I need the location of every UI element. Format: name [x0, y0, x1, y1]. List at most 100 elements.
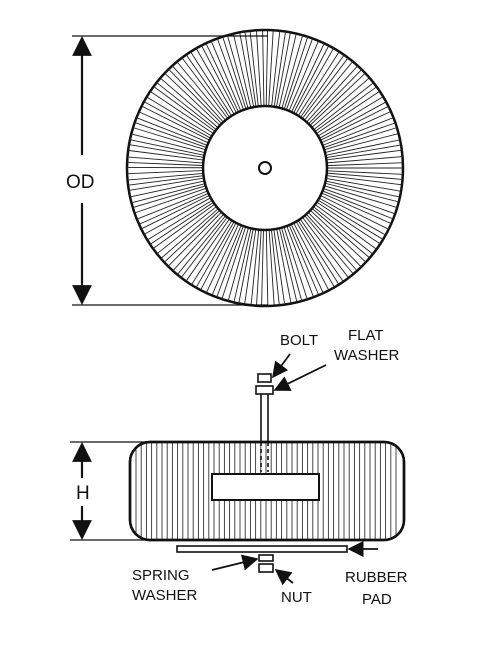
winding-line — [152, 203, 215, 250]
winding-line — [323, 188, 396, 215]
winding-line — [185, 54, 230, 118]
winding-line — [297, 51, 340, 116]
winding-line — [324, 133, 399, 153]
rubber-pad — [176, 545, 348, 553]
nut — [258, 563, 274, 573]
winding-line — [311, 208, 370, 259]
winding-line — [283, 226, 308, 300]
winding-line — [138, 192, 209, 225]
winding-line — [163, 210, 221, 263]
winding-line — [301, 57, 349, 119]
winding-line — [176, 215, 226, 275]
winding-line — [268, 229, 275, 306]
winding-line — [297, 220, 340, 285]
winding-line — [278, 33, 297, 108]
winding-line — [283, 36, 309, 110]
winding-line — [238, 228, 254, 304]
winding-line — [265, 229, 269, 306]
winding-line — [326, 172, 403, 180]
winding-line — [322, 190, 394, 220]
winding-line — [290, 224, 324, 294]
winding-line — [156, 82, 217, 130]
od-label: OD — [66, 172, 95, 193]
side-view: H BOLT FLAT WASHER SPRING WASHER NUT RUB… — [70, 327, 408, 608]
winding-line — [149, 201, 214, 245]
spring-washer-label-line1: SPRING — [132, 567, 190, 584]
winding-line — [160, 77, 219, 128]
winding-line — [304, 215, 354, 275]
winding-line — [244, 229, 257, 305]
winding-line — [326, 170, 403, 175]
winding-line — [261, 229, 264, 306]
winding-line — [222, 36, 247, 110]
transformer-body-outline — [128, 440, 406, 542]
winding-line — [320, 105, 389, 141]
winding-line — [210, 40, 242, 112]
winding-line — [281, 35, 304, 109]
winding-line — [233, 228, 252, 303]
winding-line — [310, 209, 367, 263]
winding-line — [190, 51, 232, 117]
winding-line — [195, 48, 235, 115]
winding-line — [221, 226, 247, 300]
winding-line — [195, 221, 235, 288]
winding-line — [205, 223, 240, 294]
winding-line — [143, 101, 211, 139]
winding-line — [180, 216, 228, 278]
winding-line — [316, 90, 380, 134]
winding-line — [249, 30, 259, 107]
winding-line — [322, 117, 394, 146]
winding-line — [324, 127, 398, 151]
winding-line — [244, 31, 257, 107]
winding-line — [127, 172, 204, 181]
winding-line — [300, 54, 345, 118]
winding-line — [265, 30, 269, 107]
winding-line — [232, 33, 252, 108]
winding-line — [313, 206, 374, 255]
winding-line — [326, 175, 403, 186]
winding-line — [288, 224, 320, 296]
winding-line — [128, 177, 204, 191]
winding-line — [147, 199, 213, 241]
winding-line — [325, 180, 400, 198]
rubber-pad-label-line1: RUBBER — [345, 569, 408, 586]
winding-line — [226, 35, 249, 109]
winding-line — [309, 72, 366, 126]
nut-label: NUT — [281, 589, 312, 606]
winding-line — [304, 61, 354, 121]
winding-line — [285, 38, 314, 110]
winding-line — [250, 229, 260, 306]
winding-line — [127, 156, 204, 164]
winding-line — [216, 225, 244, 298]
winding-line — [323, 122, 396, 149]
winding-line — [273, 31, 286, 107]
winding-line — [313, 82, 374, 131]
winding-line — [134, 187, 207, 214]
winding-line — [201, 45, 237, 114]
winding-line — [302, 217, 349, 279]
winding-line — [306, 65, 359, 123]
winding-line — [167, 211, 222, 267]
winding-line — [136, 117, 208, 146]
winding-line — [299, 218, 344, 282]
winding-line — [325, 139, 401, 156]
winding-line — [171, 65, 224, 123]
winding-line — [270, 229, 280, 306]
winding-line — [295, 221, 335, 288]
winding-line — [321, 111, 392, 144]
flat-washer-arrow-icon — [273, 364, 327, 391]
winding-line — [239, 32, 255, 108]
winding-line — [286, 225, 314, 298]
core-window — [211, 473, 320, 501]
winding-line — [185, 218, 230, 282]
winding-line — [146, 96, 213, 137]
winding-line — [128, 175, 204, 186]
bolt-head — [257, 373, 272, 383]
winding-line — [205, 43, 239, 113]
winding-line — [317, 199, 384, 240]
winding-line — [314, 204, 377, 250]
bolt-label: BOLT — [280, 332, 318, 349]
top-view: OD — [66, 28, 405, 308]
